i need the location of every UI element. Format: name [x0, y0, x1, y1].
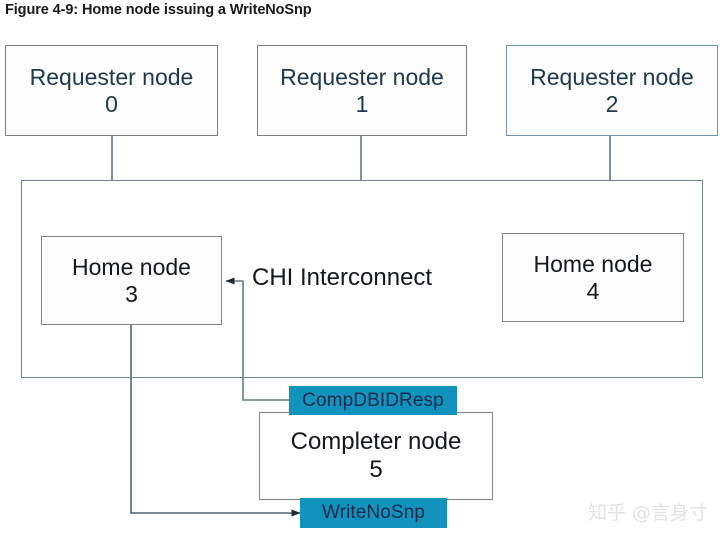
- requester-node-1-id: 1: [355, 90, 369, 117]
- message-label-writenosnp[interactable]: WriteNoSnp: [300, 498, 447, 528]
- home-node-4-text: Home node 4: [534, 251, 653, 304]
- chi-interconnect-container: [21, 180, 703, 378]
- home-node-3-title: Home node: [72, 253, 191, 280]
- requester-node-0-text: Requester node 0: [30, 64, 194, 117]
- home-node-4-title: Home node: [533, 250, 653, 277]
- home-node-3-text: Home node 3: [72, 254, 191, 307]
- home-node-3-id: 3: [125, 280, 138, 307]
- requester-node-1-title: Requester node: [280, 63, 444, 90]
- home-node-4-id: 4: [586, 277, 600, 304]
- requester-node-2-id: 2: [605, 90, 619, 117]
- completer-node-5-id: 5: [369, 456, 383, 483]
- requester-node-1[interactable]: Requester node 1: [257, 45, 467, 136]
- completer-node-5-title: Completer node: [290, 428, 462, 456]
- requester-node-1-text: Requester node 1: [280, 64, 444, 117]
- requester-node-0-title: Requester node: [29, 63, 194, 90]
- completer-node-5-text: Completer node 5: [291, 428, 462, 484]
- requester-node-2-title: Requester node: [530, 63, 694, 90]
- watermark: 知乎 @言身寸: [587, 502, 708, 524]
- requester-node-0-id: 0: [105, 90, 118, 117]
- figure-caption: Figure 4-9: Home node issuing a WriteNoS…: [5, 2, 312, 18]
- chi-interconnect-label: CHI Interconnect: [252, 264, 433, 291]
- home-node-3[interactable]: Home node 3: [41, 236, 222, 325]
- completer-node-5[interactable]: Completer node 5: [259, 412, 493, 500]
- requester-node-0[interactable]: Requester node 0: [5, 45, 218, 136]
- requester-node-2[interactable]: Requester node 2: [506, 45, 718, 136]
- home-node-4[interactable]: Home node 4: [502, 233, 684, 322]
- requester-node-2-text: Requester node 2: [530, 64, 694, 117]
- message-label-compdbidresp[interactable]: CompDBIDResp: [289, 386, 457, 415]
